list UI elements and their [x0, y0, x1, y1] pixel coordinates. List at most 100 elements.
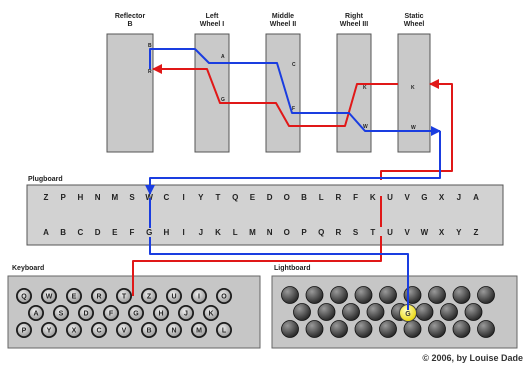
- blue-path-to-lightboard: [149, 237, 409, 310]
- key-label: B: [146, 328, 151, 335]
- keyboard-key[interactable]: S: [53, 305, 69, 321]
- key-cap: [117, 323, 131, 337]
- plugboard-bottom-letter: Y: [456, 228, 462, 237]
- keyboard-key[interactable]: Z: [141, 288, 157, 304]
- key-label: D: [83, 311, 88, 318]
- keyboard-key[interactable]: V: [116, 322, 132, 338]
- lightboard-lamp: [366, 303, 385, 321]
- key-cap: [192, 289, 206, 303]
- key-cap: [192, 323, 206, 337]
- keyboard-key[interactable]: Y: [41, 322, 57, 338]
- keyboard-key[interactable]: Q: [16, 288, 32, 304]
- keyboard-key[interactable]: P: [16, 322, 32, 338]
- plugboard-bottom-letter: E: [112, 228, 118, 237]
- key-cap: [92, 323, 106, 337]
- keyboard-key[interactable]: K: [203, 305, 219, 321]
- middle-pin-c: C: [292, 62, 296, 68]
- lightboard-lamp: [342, 303, 360, 321]
- keyboard-key[interactable]: B: [141, 322, 157, 338]
- plugboard-bottom-letter: P: [301, 228, 307, 237]
- key-label: K: [208, 311, 213, 318]
- plugboard-bottom-letter: Z: [474, 228, 479, 237]
- plugboard-bottom-letter: O: [284, 228, 290, 237]
- left-wheel: [194, 33, 230, 153]
- keyboard-key[interactable]: E: [66, 288, 82, 304]
- static-pin-w: W: [411, 125, 416, 131]
- reflector-pin-b: B: [148, 43, 152, 49]
- key-label: M: [196, 328, 202, 335]
- keyboard-key[interactable]: F: [103, 305, 119, 321]
- plugboard-bottom-letter: L: [233, 228, 238, 237]
- middle-pin-f: F: [292, 106, 295, 112]
- plugboard-top-letter: T: [216, 193, 221, 202]
- key-label: U: [171, 294, 176, 301]
- keyboard-key[interactable]: J: [178, 305, 194, 321]
- lightboard-title: Lightboard: [274, 265, 311, 272]
- keyboard-key[interactable]: N: [166, 322, 182, 338]
- key-label: L: [222, 328, 227, 335]
- keyboard-key[interactable]: C: [91, 322, 107, 338]
- key-label: H: [158, 311, 163, 318]
- plugboard-top-letter: Q: [232, 193, 238, 202]
- keyboard-key[interactable]: H: [153, 305, 169, 321]
- signal-paths: [132, 48, 453, 310]
- lightboard-lamp: [293, 303, 311, 321]
- plugboard-top-letter: A: [473, 193, 479, 202]
- lightboard-lamp: [464, 303, 483, 321]
- plugboard: [26, 184, 504, 246]
- lightboard-lamp: [428, 286, 446, 304]
- key-label: S: [59, 311, 64, 318]
- keyboard-key[interactable]: O: [216, 288, 232, 304]
- keyboard-key[interactable]: A: [28, 305, 44, 321]
- plugboard-top-letter: O: [284, 193, 290, 202]
- keyboard-key[interactable]: L: [216, 322, 232, 338]
- keyboard-key[interactable]: G: [128, 305, 144, 321]
- key-cap: [17, 323, 31, 337]
- plugboard-top-letter: D: [267, 193, 273, 202]
- key-cap: [54, 306, 68, 320]
- keyboard-key[interactable]: D: [78, 305, 94, 321]
- keyboard-key[interactable]: R: [91, 288, 107, 304]
- lightboard-lamp: [354, 286, 373, 304]
- key-cap: [179, 306, 193, 320]
- plugboard-bottom-letter: H: [164, 228, 170, 237]
- middle-wheel-subtitle: Wheel II: [270, 21, 297, 28]
- lightboard-lamp: [354, 320, 373, 338]
- plugboard-bottom-letter: W: [421, 228, 429, 237]
- keyboard-key[interactable]: I: [191, 288, 207, 304]
- key-cap: [129, 306, 143, 320]
- key-label: G: [133, 311, 139, 318]
- plugboard-bottom-letter: J: [199, 228, 203, 237]
- static-wheel: [397, 33, 431, 153]
- plugboard-bottom-letter: M: [249, 228, 256, 237]
- lightboard-lamp: [281, 320, 299, 338]
- key-cap: [204, 306, 218, 320]
- plugboard-bottom-letter: A: [43, 228, 49, 237]
- key-label: E: [72, 294, 77, 301]
- key-cap: [117, 289, 131, 303]
- keyboard-key[interactable]: T: [116, 288, 132, 304]
- keyboard-key[interactable]: W: [41, 288, 57, 304]
- reflector-pin-r: R: [148, 69, 152, 75]
- lightboard-lamp: [477, 286, 495, 304]
- key-label: W: [46, 294, 53, 301]
- lightboard-lamp: [477, 320, 495, 338]
- plugboard-bottom-letter: S: [353, 228, 359, 237]
- keyboard-key[interactable]: X: [66, 322, 82, 338]
- left-wheel-subtitle: Wheel I: [200, 21, 225, 28]
- key-cap: [29, 306, 43, 320]
- blue-path-through-wheels: [149, 48, 441, 136]
- key-cap: [79, 306, 93, 320]
- plugboard-top-letter: W: [145, 193, 153, 202]
- plugboard-bottom-letter: G: [146, 228, 152, 237]
- plugboard-bottom-letter: F: [130, 228, 135, 237]
- reflector-wheel: [106, 33, 154, 153]
- keyboard-key[interactable]: M: [191, 322, 207, 338]
- plugboard-top-letter: M: [111, 193, 118, 202]
- keyboard-key[interactable]: U: [166, 288, 182, 304]
- reflector-subtitle: B: [127, 21, 132, 28]
- key-cap: [167, 289, 181, 303]
- plugboard-top-letter: G: [421, 193, 427, 202]
